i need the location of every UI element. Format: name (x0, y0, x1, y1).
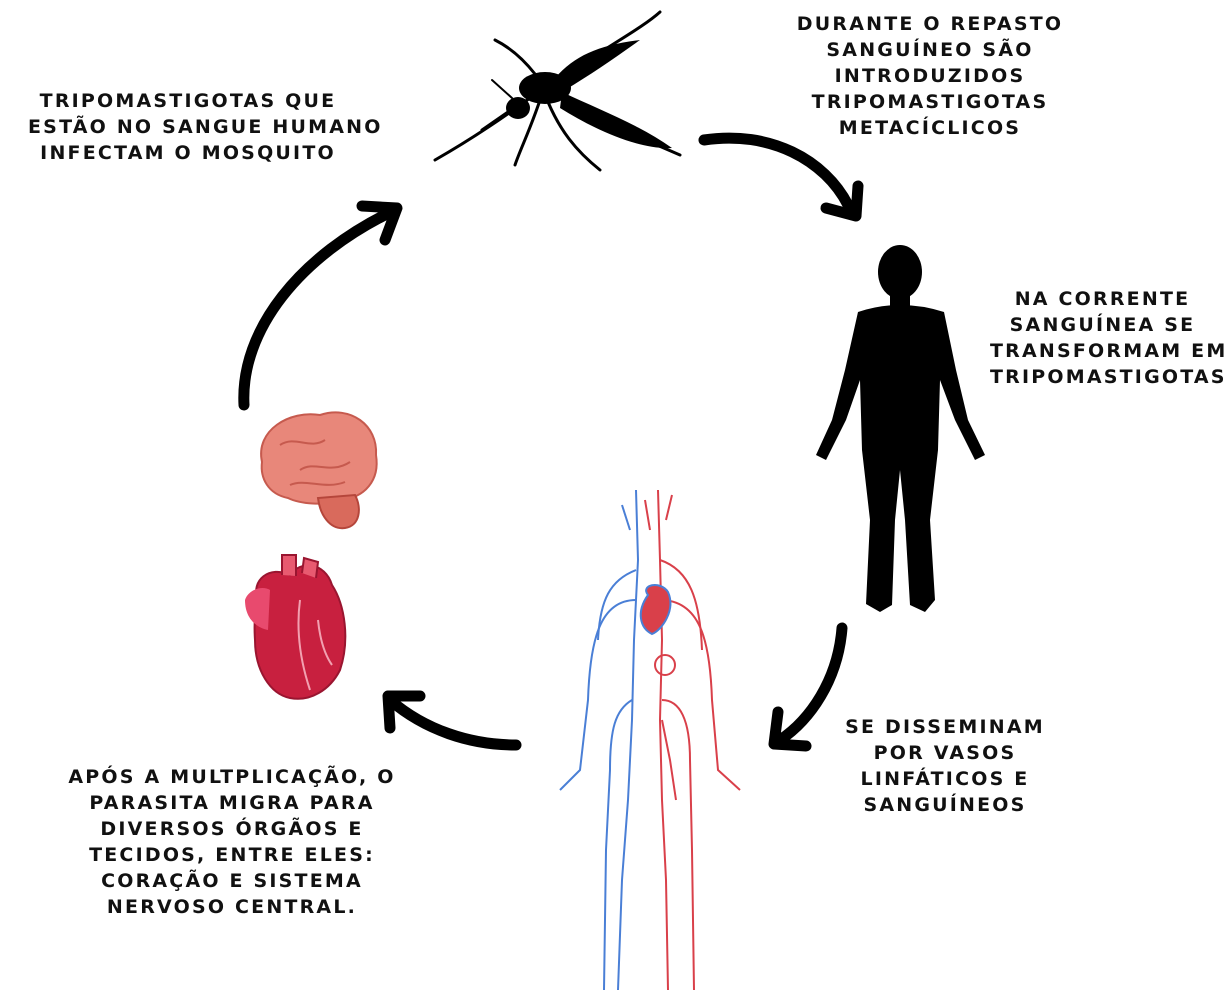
heart (245, 555, 345, 699)
caption-line: SANGUÍNEO SÃO (790, 37, 1070, 63)
arrow-human-to-vessels (780, 628, 842, 740)
arteries (645, 490, 740, 990)
caption-line: SE DISSEMINAM (845, 714, 1045, 740)
human-silhouette (816, 245, 985, 612)
caption-organs: APÓS A MULTPLICAÇÃO, O PARASITA MIGRA PA… (62, 764, 402, 920)
caption-line: POR VASOS (845, 740, 1045, 766)
circulatory-system (560, 490, 740, 990)
caption-line: TECIDOS, ENTRE ELES: (62, 842, 402, 868)
caption-line: TRANSFORMAM EM (990, 338, 1215, 364)
caption-line: TRIPOMASTIGOTAS QUE (28, 88, 348, 114)
caption-line: METACÍCLICOS (790, 115, 1070, 141)
arrow-organs-to-mosquito (244, 210, 395, 405)
caption-line: INTRODUZIDOS (790, 63, 1070, 89)
mosquito-silhouette (435, 12, 680, 170)
caption-line: TRIPOMASTIGOTAS (790, 89, 1070, 115)
arrow-vessels-to-organs (390, 700, 516, 745)
caption-line: ESTÃO NO SANGUE HUMANO (28, 114, 348, 140)
caption-mosquito-infection: TRIPOMASTIGOTAS QUE ESTÃO NO SANGUE HUMA… (28, 88, 348, 166)
caption-line: LINFÁTICOS E (845, 766, 1045, 792)
caption-bloodstream: NA CORRENTE SANGUÍNEA SE TRANSFORMAM EM … (990, 286, 1215, 390)
caption-line: NERVOSO CENTRAL. (62, 894, 402, 920)
arrow-mosquito-to-human (704, 138, 848, 205)
caption-line: DIVERSOS ÓRGÃOS E (62, 816, 402, 842)
brain (261, 412, 377, 528)
caption-line: INFECTAM O MOSQUITO (28, 140, 348, 166)
caption-line: PARASITA MIGRA PARA (62, 790, 402, 816)
caption-line: NA CORRENTE (990, 286, 1215, 312)
heart-center (641, 585, 671, 634)
caption-blood-meal: DURANTE O REPASTO SANGUÍNEO SÃO INTRODUZ… (790, 11, 1070, 141)
caption-line: SANGUÍNEOS (845, 792, 1045, 818)
caption-dissemination: SE DISSEMINAM POR VASOS LINFÁTICOS E SAN… (845, 714, 1045, 818)
caption-line: CORAÇÃO E SISTEMA (62, 868, 402, 894)
caption-line: TRIPOMASTIGOTAS (990, 364, 1215, 390)
caption-line: APÓS A MULTPLICAÇÃO, O (62, 764, 402, 790)
caption-line: SANGUÍNEA SE (990, 312, 1215, 338)
caption-line: DURANTE O REPASTO (790, 11, 1070, 37)
veins (560, 490, 638, 990)
